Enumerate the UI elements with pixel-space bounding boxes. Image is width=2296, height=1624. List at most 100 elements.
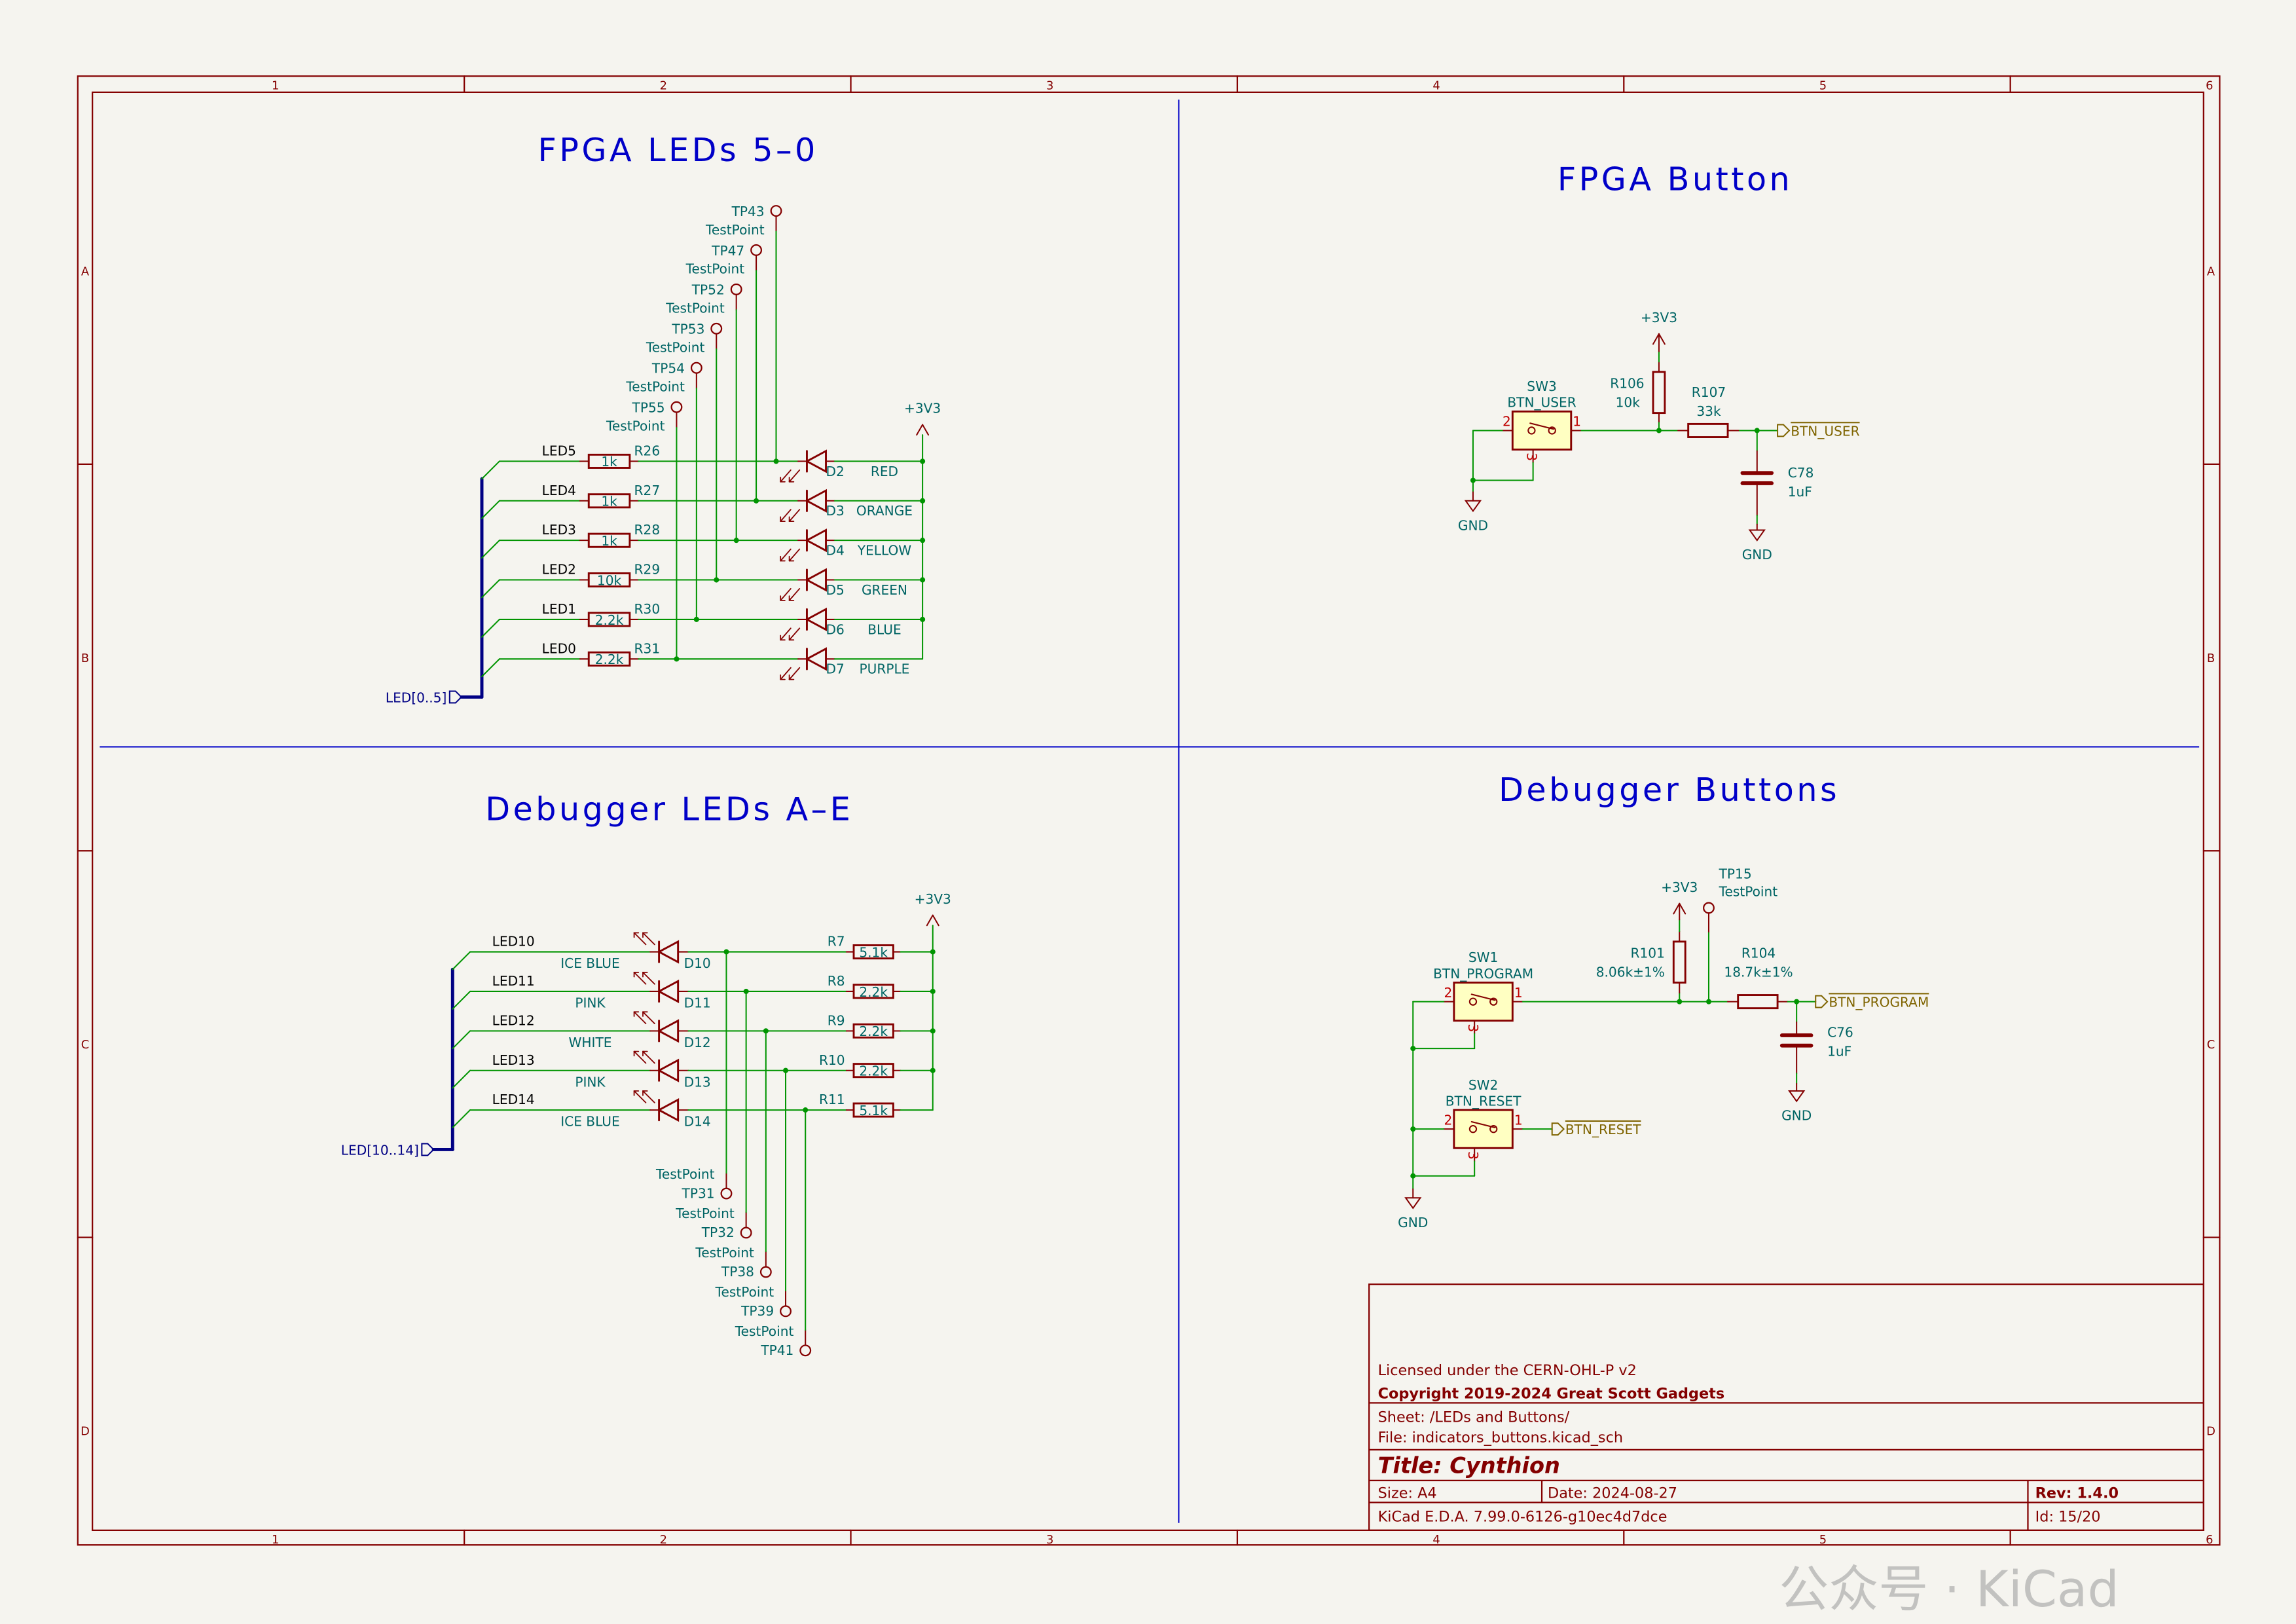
pin-number: 1 <box>1514 1112 1523 1128</box>
frame-inner <box>92 91 2204 1531</box>
diode-ref: D4 <box>826 543 845 559</box>
hierarchical-label-btn-reset: BTN_RESET <box>1565 1122 1641 1137</box>
junction-dot <box>803 1107 809 1113</box>
switch-lever-icon <box>1529 422 1554 430</box>
resistor-ref: R107 <box>1692 384 1726 400</box>
column-label: 5 <box>1819 1533 1827 1547</box>
diode-ref: D5 <box>826 582 845 598</box>
net-label: LED12 <box>492 1012 535 1028</box>
resistor-ref: R7 <box>828 934 845 950</box>
resistor-ref: R27 <box>634 483 661 498</box>
junction-dot <box>693 616 699 622</box>
row-label: A <box>2207 265 2215 278</box>
test-point-value: TestPoint <box>715 1284 774 1300</box>
bus-entry <box>452 1069 471 1089</box>
resistor-value: 18.7k±1% <box>1724 965 1793 980</box>
column-label: 3 <box>1046 79 1053 92</box>
resistor-value: 33k <box>1696 403 1721 419</box>
net-label: LED14 <box>492 1092 535 1107</box>
switch-body[interactable] <box>1453 1109 1514 1149</box>
resistor-value: 10k <box>597 572 622 588</box>
net-label: LED11 <box>492 973 535 989</box>
ground-icon <box>1404 1197 1422 1209</box>
light-emission-icon <box>788 627 801 641</box>
test-point-ref: TP55 <box>632 400 665 416</box>
light-emission-icon <box>642 1090 655 1103</box>
sheet-path: Sheet: /LEDs and Buttons/ <box>1378 1409 1570 1426</box>
bus-entry <box>481 460 500 480</box>
switch-contact <box>1548 426 1556 435</box>
generator-text: KiCad E.D.A. 7.99.0-6126-g10ec4d7dce <box>1378 1508 1667 1525</box>
hierarchical-label-icon <box>421 1143 435 1156</box>
diode-ref: D10 <box>684 955 711 971</box>
net-label: LED1 <box>542 601 576 617</box>
pin-number: 2 <box>1444 1112 1453 1128</box>
resistor-value: 2.2k <box>859 984 888 1000</box>
bus-entry <box>481 579 500 599</box>
hierarchical-label-icon <box>1551 1122 1565 1136</box>
net-label: LED10 <box>492 934 535 950</box>
switch-body[interactable] <box>1453 982 1514 1022</box>
test-point-value: TestPoint <box>655 1166 715 1182</box>
switch-lever-icon <box>1470 1120 1496 1128</box>
resistor-value: 10k <box>1616 395 1641 411</box>
light-emission-icon <box>788 588 801 601</box>
junction-dot <box>930 1067 936 1073</box>
bus-entry <box>481 500 500 519</box>
test-point-value: TestPoint <box>606 418 665 434</box>
capacitor-value: 1uF <box>1788 484 1812 500</box>
column-label: 4 <box>1432 1533 1440 1547</box>
power-label: +3V3 <box>1661 879 1698 895</box>
led-color: ICE BLUE <box>560 1114 619 1130</box>
row-label: D <box>2206 1425 2215 1439</box>
switch-ref: SW1 <box>1468 950 1498 965</box>
light-emission-icon <box>788 509 801 522</box>
pin-number: 2 <box>1444 985 1453 1001</box>
test-point-value: TestPoint <box>665 301 725 316</box>
light-emission-icon <box>780 588 792 601</box>
test-point-value: TestPoint <box>705 222 765 238</box>
power-arrow-icon <box>1679 902 1686 915</box>
led-color: ICE BLUE <box>560 955 619 971</box>
column-label: 4 <box>1432 79 1440 92</box>
test-point-ref: TP53 <box>671 322 704 337</box>
switch-lever-icon <box>1470 993 1496 1001</box>
led-color: WHITE <box>569 1035 612 1050</box>
diode-ref: D3 <box>826 503 845 519</box>
light-emission-icon <box>780 469 792 483</box>
light-emission-icon <box>642 1050 655 1064</box>
bus-label: LED[10..14] <box>341 1142 419 1158</box>
junction-dot <box>783 1067 789 1073</box>
section-title-fpga-leds: FPGA LEDs 5–0 <box>538 131 818 169</box>
test-point-ref: TP41 <box>760 1342 793 1358</box>
test-point-value: TestPoint <box>675 1206 735 1221</box>
test-point-value: TestPoint <box>625 379 685 395</box>
rev-text: Rev: 1.4.0 <box>2035 1485 2119 1502</box>
junction-dot <box>920 498 926 504</box>
junction-dot <box>930 988 936 994</box>
resistor-ref: R26 <box>634 443 661 458</box>
resistor-value: 5.1k <box>859 1103 888 1118</box>
ground-label: GND <box>1742 547 1772 563</box>
resistor-value: 2.2k <box>595 612 624 628</box>
watermark: 公众号 · KiCad <box>1779 1560 2119 1618</box>
led-color: RED <box>871 464 898 479</box>
diode-ref: D7 <box>826 661 845 677</box>
hierarchical-label-icon <box>1777 424 1791 437</box>
net-label: LED3 <box>542 522 576 538</box>
row-label: A <box>81 265 90 278</box>
resistor-value: 8.06k±1% <box>1596 965 1665 980</box>
row-label: D <box>81 1425 90 1439</box>
junction-dot <box>920 458 926 464</box>
switch-body[interactable] <box>1511 410 1573 451</box>
resistor-ref: R104 <box>1741 946 1776 961</box>
